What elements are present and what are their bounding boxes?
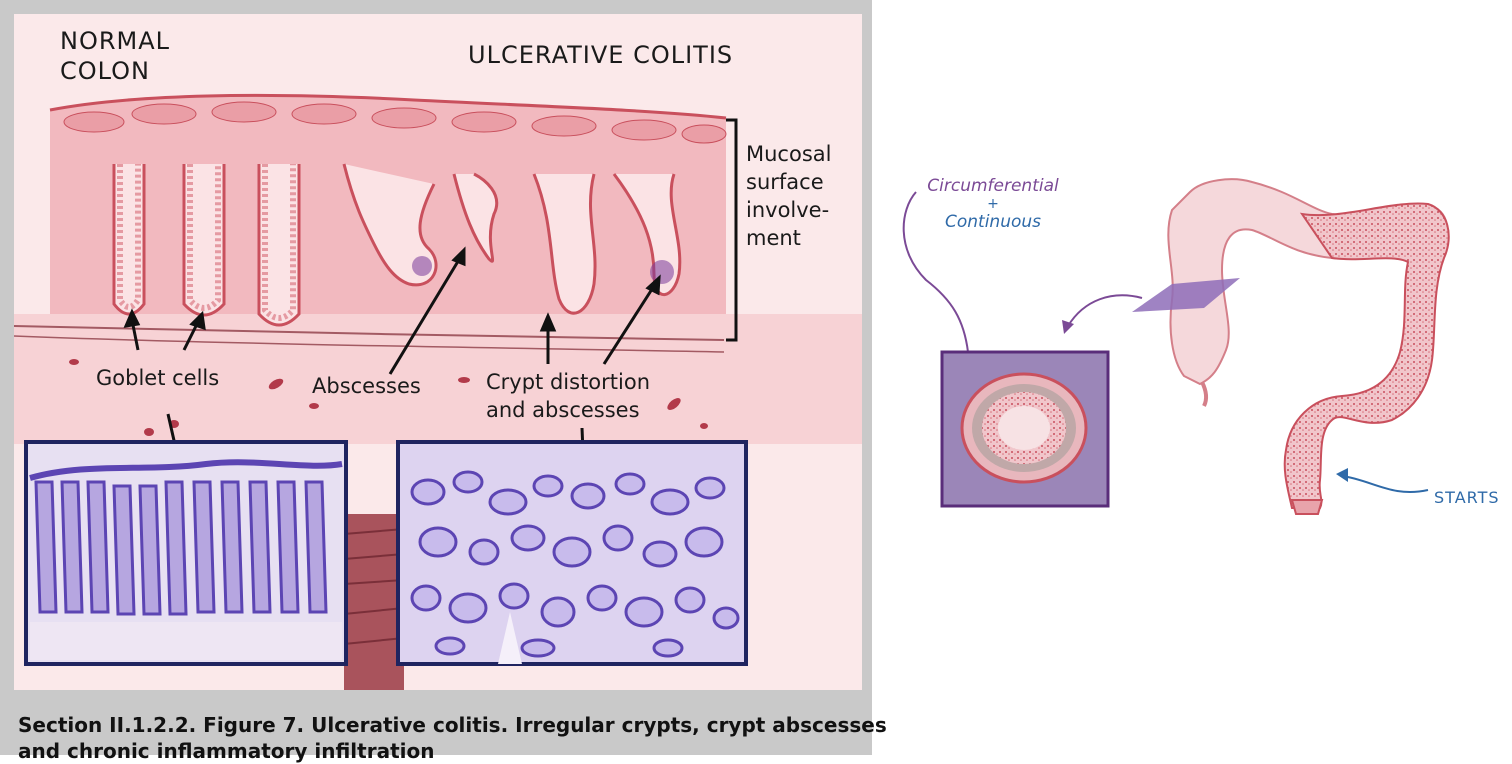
histology-colitis [396,440,748,666]
figure-caption: Section II.1.2.2. Figure 7. Ulcerative c… [18,713,887,763]
mucosal-label: Mucosal surface involve- ment [746,142,832,250]
abscesses-label: Abscesses [312,374,421,398]
mucosa-drawing [14,93,862,690]
histology-normal [24,440,348,666]
figure-panel: NORMAL COLON ULCERATIVE COLITIS Mucosal … [0,0,887,763]
goblet-cells-label: Goblet cells [96,366,220,390]
starts-label: STARTS [1434,488,1500,507]
colon-illustration [902,178,1450,515]
normal-colon-label: NORMAL COLON [60,27,171,85]
ulcerative-colitis-label: ULCERATIVE COLITIS [468,41,734,69]
crypt-distortion-label: Crypt distortion and abscesses [486,370,651,422]
colitis-illustration: NORMAL COLON ULCERATIVE COLITIS Mucosal … [14,14,862,690]
circumferential-label: Circumferential + Continuous [927,176,1059,232]
